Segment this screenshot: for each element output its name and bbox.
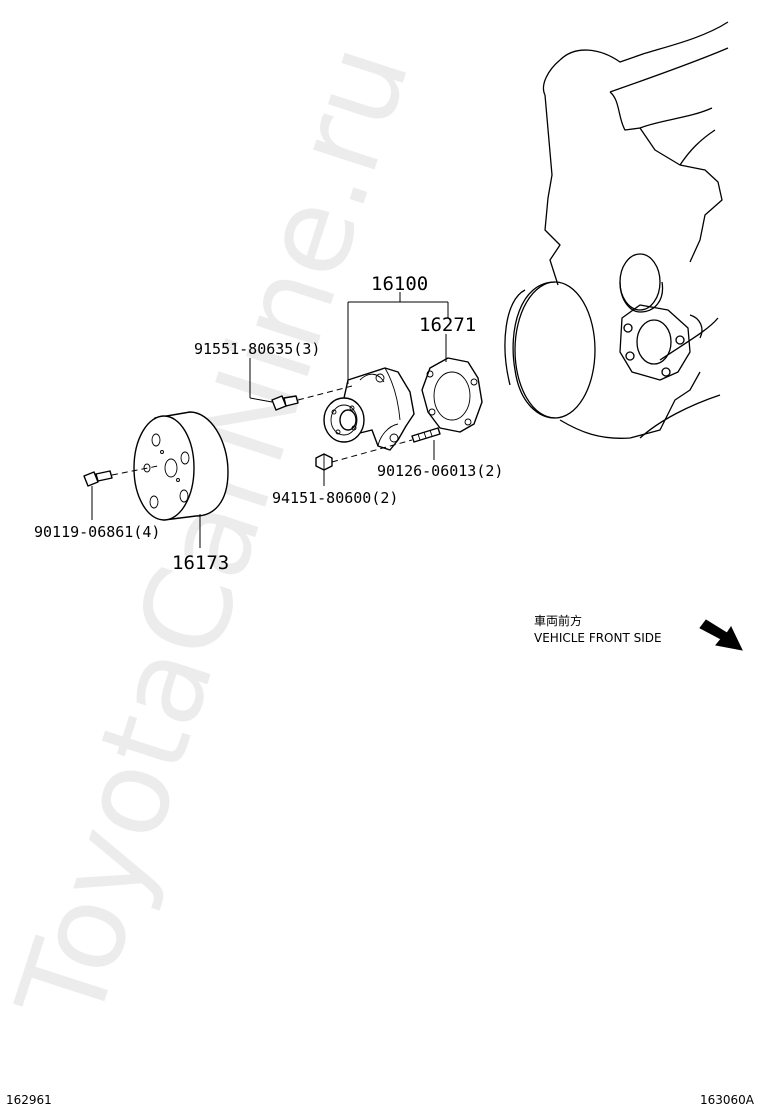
direction-label-english: VEHICLE FRONT SIDE: [534, 631, 662, 645]
stud-shape: [411, 427, 441, 443]
water-pump-shape: [323, 367, 415, 451]
pump-bolt-shape: [271, 395, 299, 411]
engine-pump-mount: [619, 253, 703, 381]
nut-shape: [315, 453, 333, 471]
gasket-shape: [421, 357, 483, 433]
label-nut: 94151-80600(2): [272, 489, 398, 507]
leader-lines: [91, 292, 449, 548]
footer-right-code: 163060A: [700, 1093, 755, 1107]
footer-left-code: 162961: [6, 1093, 52, 1107]
label-pump-bolt: 91551-80635(3): [194, 340, 320, 358]
crankshaft-pulley: [504, 281, 596, 419]
label-pulley: 16173: [172, 552, 229, 574]
label-pulley-bolt: 90119-06861(4): [34, 523, 160, 541]
pulley-bolt-shape: [83, 470, 113, 487]
engine-block-outline: [542, 21, 729, 439]
direction-label-japanese: 車両前方: [534, 613, 582, 628]
arrow-down-right-icon: [699, 619, 743, 651]
label-water-pump-assy: 16100: [371, 273, 428, 295]
water-pump-pulley-shape: [133, 411, 229, 521]
label-gasket: 16271: [419, 314, 476, 336]
label-stud: 90126-06013(2): [377, 462, 503, 480]
